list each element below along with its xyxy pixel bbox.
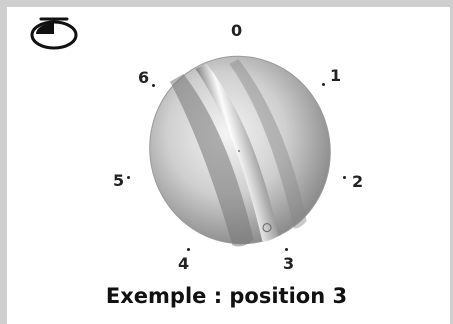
position-marker-2 [343, 176, 346, 179]
position-marker-6 [152, 84, 155, 87]
position-marker-3 [285, 248, 288, 251]
example-caption: Exemple : position 3 [105, 284, 348, 308]
position-marker-4 [187, 248, 190, 251]
frame-border-left [0, 0, 7, 324]
position-label-6: 6 [138, 68, 150, 87]
frame-border-right [450, 0, 453, 324]
position-label-4: 4 [178, 254, 190, 273]
position-label-2: 2 [352, 172, 364, 191]
hob-zone-icon [30, 17, 78, 50]
position-label-5: 5 [113, 171, 125, 190]
position-marker-1 [322, 83, 325, 86]
position-label-3: 3 [283, 254, 295, 273]
frame-border-top [0, 0, 453, 7]
position-label-1: 1 [330, 66, 342, 85]
position-label-0: 0 [231, 21, 243, 40]
position-marker-5 [127, 176, 130, 179]
